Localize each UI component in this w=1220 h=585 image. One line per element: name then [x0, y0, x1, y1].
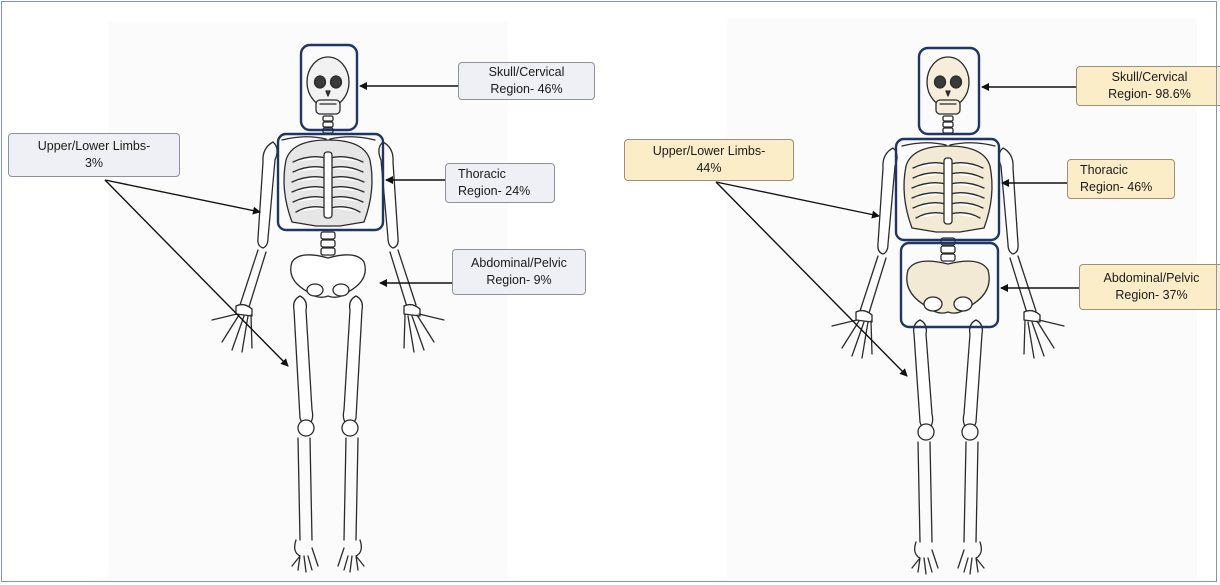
pelvic-region-label: Abdominal/Pelvic Region- 37% — [1079, 264, 1220, 310]
label-value: Region- 46% — [465, 81, 588, 98]
label-line: Skull/Cervical — [1083, 69, 1216, 86]
label-line: Upper/Lower Limbs- — [15, 138, 173, 155]
limbs-label: Upper/Lower Limbs- 3% — [8, 133, 180, 177]
label-value: 44% — [631, 160, 787, 177]
limbs-arrow-arm-right — [716, 182, 879, 216]
label-line: Thoracic — [458, 166, 548, 183]
skull-region-label: Skull/Cervical Region- 46% — [458, 62, 595, 100]
pelvic-region-label: Abdominal/Pelvic Region- 9% — [452, 249, 586, 295]
label-value: Region- 46% — [1080, 179, 1168, 196]
limbs-arrow-arm-left — [105, 180, 260, 212]
limbs-arrow-leg-right — [716, 182, 907, 376]
label-line: Abdominal/Pelvic — [459, 255, 579, 272]
limbs-label: Upper/Lower Limbs- 44% — [624, 139, 794, 181]
label-line: Thoracic — [1080, 162, 1168, 179]
label-value: Region- 9% — [459, 272, 579, 289]
label-value: 3% — [15, 155, 173, 172]
label-value: Region- 24% — [458, 183, 548, 200]
thoracic-region-label: Thoracic Region- 46% — [1067, 159, 1175, 199]
label-value: Region- 37% — [1086, 287, 1217, 304]
label-line: Abdominal/Pelvic — [1086, 270, 1217, 287]
limbs-arrow-leg-left — [105, 180, 288, 366]
skull-region-label: Skull/Cervical Region- 98.6% — [1076, 66, 1220, 106]
label-value: Region- 98.6% — [1083, 86, 1216, 103]
label-line: Upper/Lower Limbs- — [631, 143, 787, 160]
label-line: Skull/Cervical — [465, 64, 588, 81]
thoracic-region-label: Thoracic Region- 24% — [445, 163, 555, 203]
